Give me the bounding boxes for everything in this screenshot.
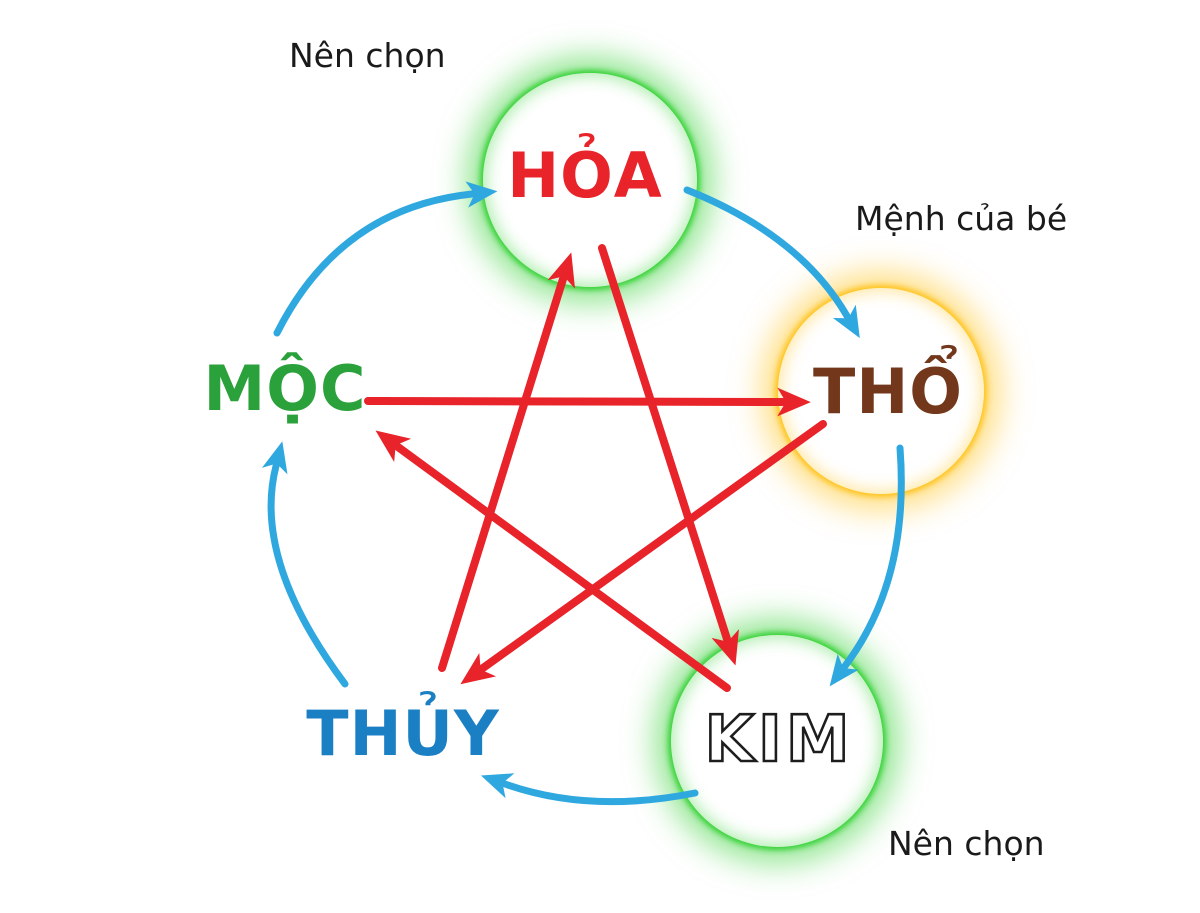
annotation-nen-chon-bottom: Nên chọn [888,824,1045,863]
arrow-generating-hoa-to-tho [683,186,860,339]
arrow-overcoming-moc-to-tho [364,387,811,417]
element-label-hoa: HỎA [507,139,663,212]
element-circle-hoa [483,73,697,287]
element-label-kim: KIM [703,703,854,777]
arrow-generating-thuy-to-moc [261,441,349,688]
arrow-generating-moc-to-hoa [273,181,498,337]
arrow-overcoming-kim-to-moc [375,430,731,692]
element-circle-tho [778,288,984,494]
element-label-thuy: THỦY [306,697,500,770]
annotation-nen-chon-top: Nên chọn [289,36,446,75]
arrow-generating-kim-to-thuy [480,773,699,806]
arrow-overcoming-thuy-to-hoa [438,252,576,672]
arrow-generating-tho-to-kim [829,444,905,687]
arrow-overcoming-tho-to-thuy [460,420,827,685]
element-label-moc: MỘC [203,352,367,425]
annotation-menh-cua-be: Mệnh của bé [855,199,1068,238]
element-label-tho: THỔ [813,355,963,428]
arrow-overcoming-hoa-to-kim [598,244,739,666]
